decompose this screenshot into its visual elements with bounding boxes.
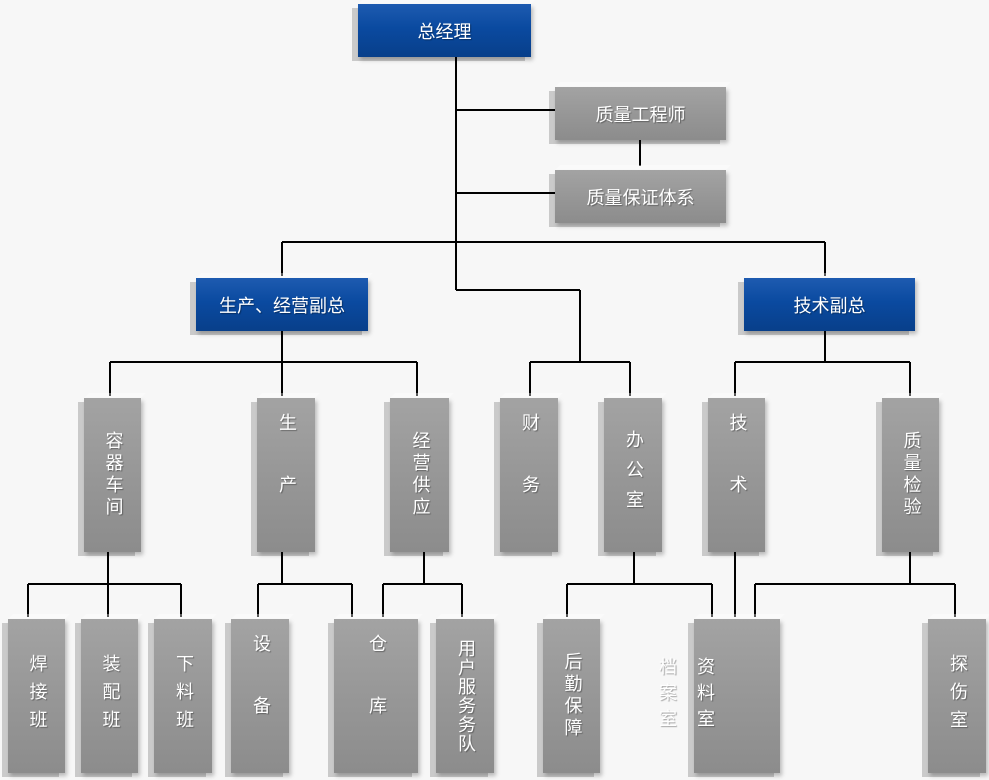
equipment-label: 设备	[250, 634, 271, 758]
finance-label: 财务	[519, 413, 540, 537]
vp-production-label: 生产、经营副总	[219, 295, 345, 317]
qa-system-label: 质量保证体系	[586, 187, 695, 209]
technology-label: 技术	[726, 413, 748, 537]
qa-system-box: 质量保证体系	[555, 170, 726, 223]
container-workshop-box: 容器车间	[84, 398, 141, 552]
archives-room-label: 档案室	[656, 657, 677, 735]
quality-engineer-box: 质量工程师	[555, 87, 726, 140]
assembly-team-label: 装配班	[99, 654, 121, 738]
gm-label: 总经理	[417, 21, 472, 43]
quality-inspection-box: 质量检验	[882, 398, 939, 552]
archives-materials-box: 档案室 资料室	[656, 619, 780, 773]
finance-box: 财务	[500, 398, 558, 552]
customer-service-team-label: 用户服务务队	[455, 639, 476, 753]
operations-supply-box: 经营供应	[390, 398, 449, 552]
gm-box: 总经理	[358, 4, 531, 57]
technology-box: 技术	[708, 398, 765, 552]
flaw-detection-room-box: 探伤室	[928, 619, 986, 773]
cutting-team-label: 下料班	[173, 654, 194, 738]
logistics-label: 后勤保障	[561, 652, 583, 740]
production-box: 生产	[257, 398, 315, 552]
materials-room-label: 资料室	[694, 657, 715, 735]
warehouse-box: 仓库	[334, 619, 418, 773]
cutting-team-box: 下料班	[154, 619, 212, 773]
flaw-detection-room-label: 探伤室	[947, 654, 968, 738]
quality-engineer-label: 质量工程师	[595, 104, 686, 126]
warehouse-label: 仓库	[366, 634, 387, 758]
customer-service-team-box: 用户服务务队	[436, 619, 494, 773]
quality-inspection-label: 质量检验	[900, 431, 922, 519]
vp-production-box: 生产、经营副总	[196, 278, 368, 331]
welding-team-box: 焊接班	[8, 619, 65, 773]
logistics-box: 后勤保障	[543, 619, 600, 773]
office-box: 办公室	[604, 398, 662, 552]
welding-team-label: 焊接班	[26, 654, 48, 738]
equipment-box: 设备	[231, 619, 289, 773]
vp-tech-label: 技术副总	[793, 295, 866, 317]
assembly-team-box: 装配班	[81, 619, 138, 773]
office-label: 办公室	[623, 430, 644, 520]
production-label: 生产	[276, 413, 297, 537]
container-workshop-label: 容器车间	[102, 431, 124, 519]
vp-tech-box: 技术副总	[744, 278, 915, 331]
operations-supply-label: 经营供应	[409, 431, 431, 519]
